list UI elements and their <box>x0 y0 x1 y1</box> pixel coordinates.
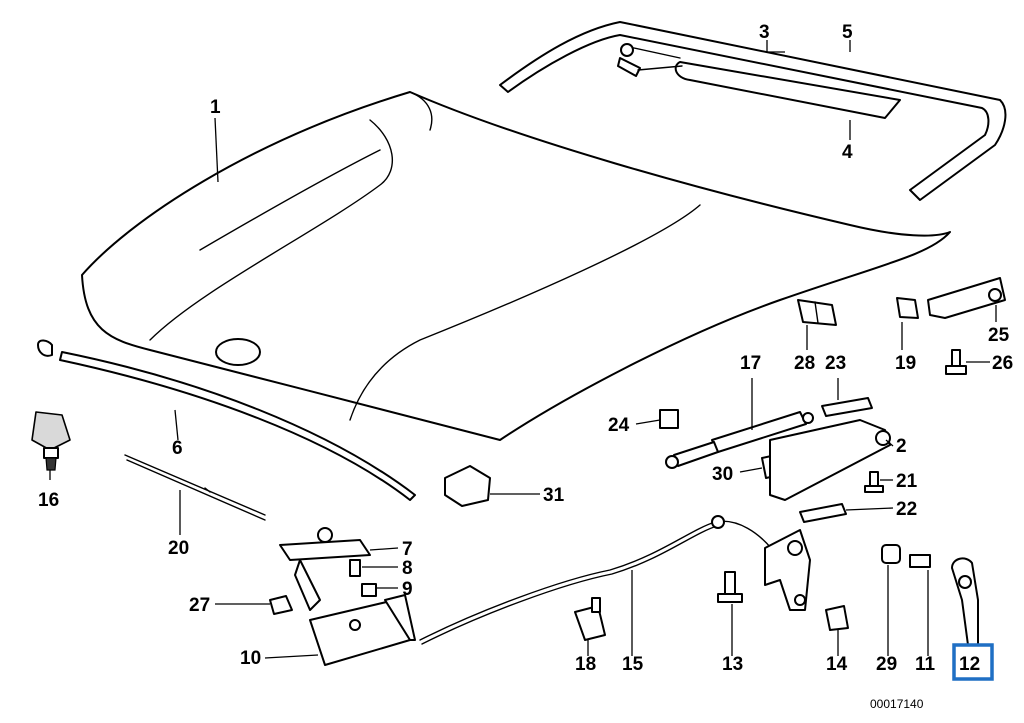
lock-upper-7[interactable] <box>279 527 371 611</box>
label-11[interactable]: 11 <box>915 654 936 675</box>
clip-19[interactable] <box>896 297 919 319</box>
hood-seal-center[interactable] <box>674 61 901 119</box>
label-16[interactable]: 16 <box>38 490 59 511</box>
bolt-26[interactable] <box>945 349 967 375</box>
clip-28[interactable] <box>797 299 837 326</box>
label-3[interactable]: 3 <box>759 22 770 43</box>
label-19[interactable]: 19 <box>895 353 916 374</box>
label-29[interactable]: 29 <box>876 654 897 675</box>
hinge-bracket-25[interactable] <box>927 277 1006 319</box>
label-1[interactable]: 1 <box>210 97 221 118</box>
lock-10[interactable] <box>309 594 416 666</box>
hood-panel[interactable] <box>81 91 951 441</box>
label-5[interactable]: 5 <box>842 22 853 43</box>
label-20[interactable]: 20 <box>168 538 189 559</box>
highlight-box <box>952 643 994 681</box>
callout-labels: 1 3 5 4 6 16 20 31 28 23 17 19 25 26 24 … <box>38 22 1013 681</box>
label-8[interactable]: 8 <box>402 558 413 579</box>
label-31[interactable]: 31 <box>543 485 565 506</box>
grommet-27[interactable] <box>269 595 293 615</box>
cap-14[interactable] <box>825 605 849 631</box>
label-14[interactable]: 14 <box>826 654 848 675</box>
label-9[interactable]: 9 <box>402 579 413 600</box>
label-6[interactable]: 6 <box>172 438 183 459</box>
label-22[interactable]: 22 <box>896 499 917 520</box>
leader-lines <box>49 40 997 659</box>
hood-stop[interactable] <box>444 465 491 507</box>
label-28[interactable]: 28 <box>794 353 815 374</box>
label-10[interactable]: 10 <box>240 648 261 669</box>
label-17[interactable]: 17 <box>740 353 761 374</box>
label-21[interactable]: 21 <box>896 471 918 492</box>
label-7[interactable]: 7 <box>402 539 413 560</box>
plate-23[interactable] <box>821 397 873 417</box>
label-24[interactable]: 24 <box>608 415 630 436</box>
bolt-21[interactable] <box>864 471 884 493</box>
hood-seal-outer[interactable] <box>499 21 1007 201</box>
label-13[interactable]: 13 <box>722 654 743 675</box>
bushing-29[interactable] <box>881 544 901 564</box>
lever-bracket[interactable] <box>764 529 811 611</box>
label-4[interactable]: 4 <box>842 142 853 163</box>
rubber-buffer[interactable] <box>31 411 71 471</box>
label-27[interactable]: 27 <box>189 595 210 616</box>
label-12[interactable]: 12 <box>959 654 980 675</box>
label-15[interactable]: 15 <box>622 654 644 675</box>
shim-22[interactable] <box>799 503 847 523</box>
rubber-strip[interactable] <box>37 339 416 501</box>
handle-12[interactable] <box>951 557 979 646</box>
bolt-9[interactable] <box>361 583 377 597</box>
hinge-2[interactable] <box>769 419 891 501</box>
bolt-8[interactable] <box>349 559 361 577</box>
clip-18[interactable] <box>574 597 606 641</box>
gas-strut[interactable] <box>665 411 814 469</box>
release-cable[interactable] <box>419 515 781 645</box>
support-rod[interactable] <box>124 454 266 521</box>
label-30[interactable]: 30 <box>712 464 733 485</box>
label-25[interactable]: 25 <box>988 325 1010 346</box>
label-2[interactable]: 2 <box>896 436 907 457</box>
seal-clip[interactable] <box>617 43 683 77</box>
clip-24[interactable] <box>659 409 679 429</box>
screw-11[interactable] <box>909 554 931 568</box>
label-26[interactable]: 26 <box>992 353 1013 374</box>
label-18[interactable]: 18 <box>575 654 596 675</box>
bolt-13[interactable] <box>717 571 743 603</box>
label-23[interactable]: 23 <box>825 353 846 374</box>
diagram-code: 00017140 <box>870 697 924 711</box>
